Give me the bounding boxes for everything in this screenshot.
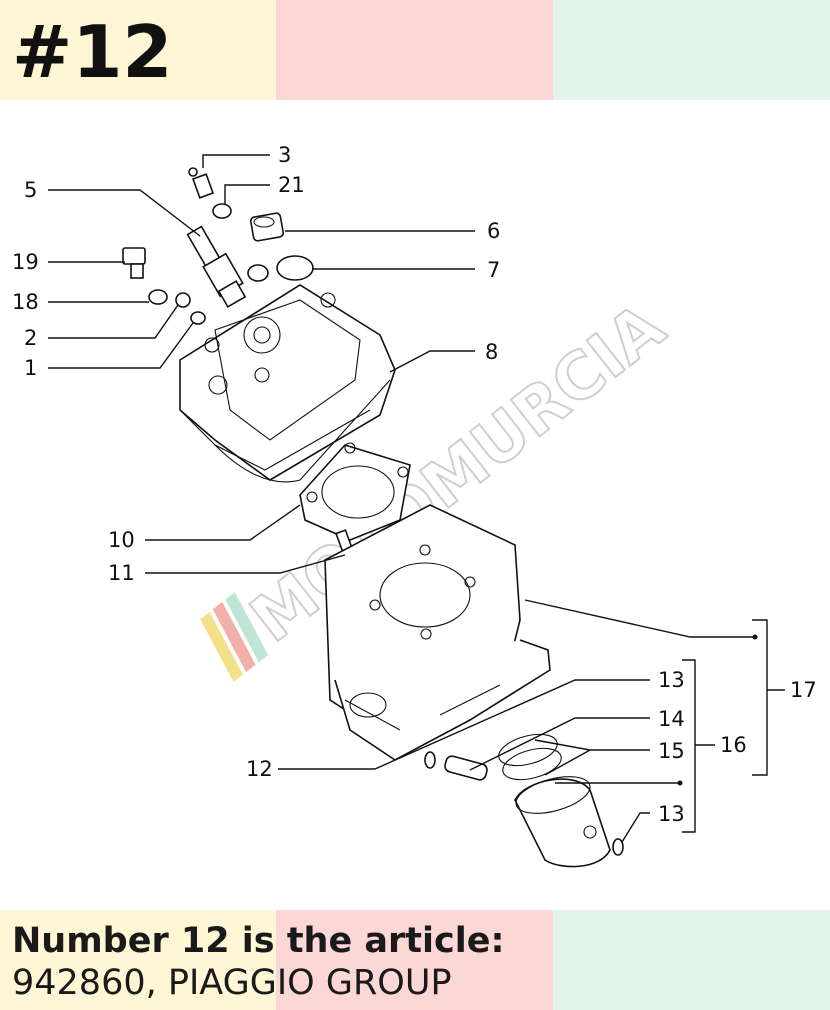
nipple-fitting xyxy=(188,167,215,199)
circlip-upper xyxy=(424,751,436,769)
exploded-parts-diagram: MOTOMURCIA xyxy=(12,143,817,868)
callout-11: 11 xyxy=(108,561,135,585)
caption-title: Number 12 is the article: xyxy=(12,921,505,961)
callout-14: 14 xyxy=(658,707,685,731)
spark-plug xyxy=(186,225,247,308)
leader-dot-17 xyxy=(752,634,758,640)
callout-10: 10 xyxy=(108,528,135,552)
callout-18: 18 xyxy=(12,290,39,314)
nut-2 xyxy=(175,292,191,308)
callout-19: 19 xyxy=(12,250,39,274)
callout-12: 12 xyxy=(246,757,273,781)
callout-1: 1 xyxy=(24,356,37,380)
callout-5: 5 xyxy=(24,178,37,202)
piston xyxy=(514,776,611,868)
leader-dot-16 xyxy=(677,780,683,786)
callout-8: 8 xyxy=(485,340,498,364)
callout-3: 3 xyxy=(278,143,291,167)
band-segment-yellow-bottom xyxy=(0,910,276,1010)
top-color-band xyxy=(0,0,830,100)
callout-6: 6 xyxy=(487,219,500,243)
band-segment-yellow xyxy=(0,0,276,100)
band-segment-mint-bottom xyxy=(553,910,830,1010)
head-gasket-seal xyxy=(214,379,391,483)
callout-17: 17 xyxy=(790,678,817,702)
callout-labels: 3 21 5 6 19 7 18 2 8 1 10 11 13 17 14 16… xyxy=(12,143,817,826)
callout-16: 16 xyxy=(720,733,747,757)
callout-2: 2 xyxy=(24,326,37,350)
washer-1 xyxy=(190,311,206,325)
caption-article-number: 942860, PIAGGIO GROUP xyxy=(12,963,452,1003)
callout-13-upper: 13 xyxy=(658,668,685,692)
cylinder xyxy=(324,504,551,761)
piston-pin xyxy=(444,755,488,781)
plug-7 xyxy=(247,255,314,282)
cap-6 xyxy=(249,212,285,242)
bottom-color-band xyxy=(0,910,830,1010)
washer-18 xyxy=(148,289,168,305)
callout-13-lower: 13 xyxy=(658,802,685,826)
cylinder-head xyxy=(179,284,396,481)
circlip-lower xyxy=(612,838,624,856)
band-segment-mint xyxy=(553,0,830,100)
leader-lines xyxy=(48,154,785,843)
callout-15: 15 xyxy=(658,739,685,763)
washer-21 xyxy=(212,203,232,219)
callout-7: 7 xyxy=(487,258,500,282)
item-number-heading: #12 xyxy=(12,10,173,94)
band-segment-pink-bottom xyxy=(276,910,553,1010)
callout-21: 21 xyxy=(278,173,305,197)
bolt-19 xyxy=(122,247,146,279)
band-segment-pink xyxy=(276,0,553,100)
piston-rings xyxy=(498,733,562,781)
